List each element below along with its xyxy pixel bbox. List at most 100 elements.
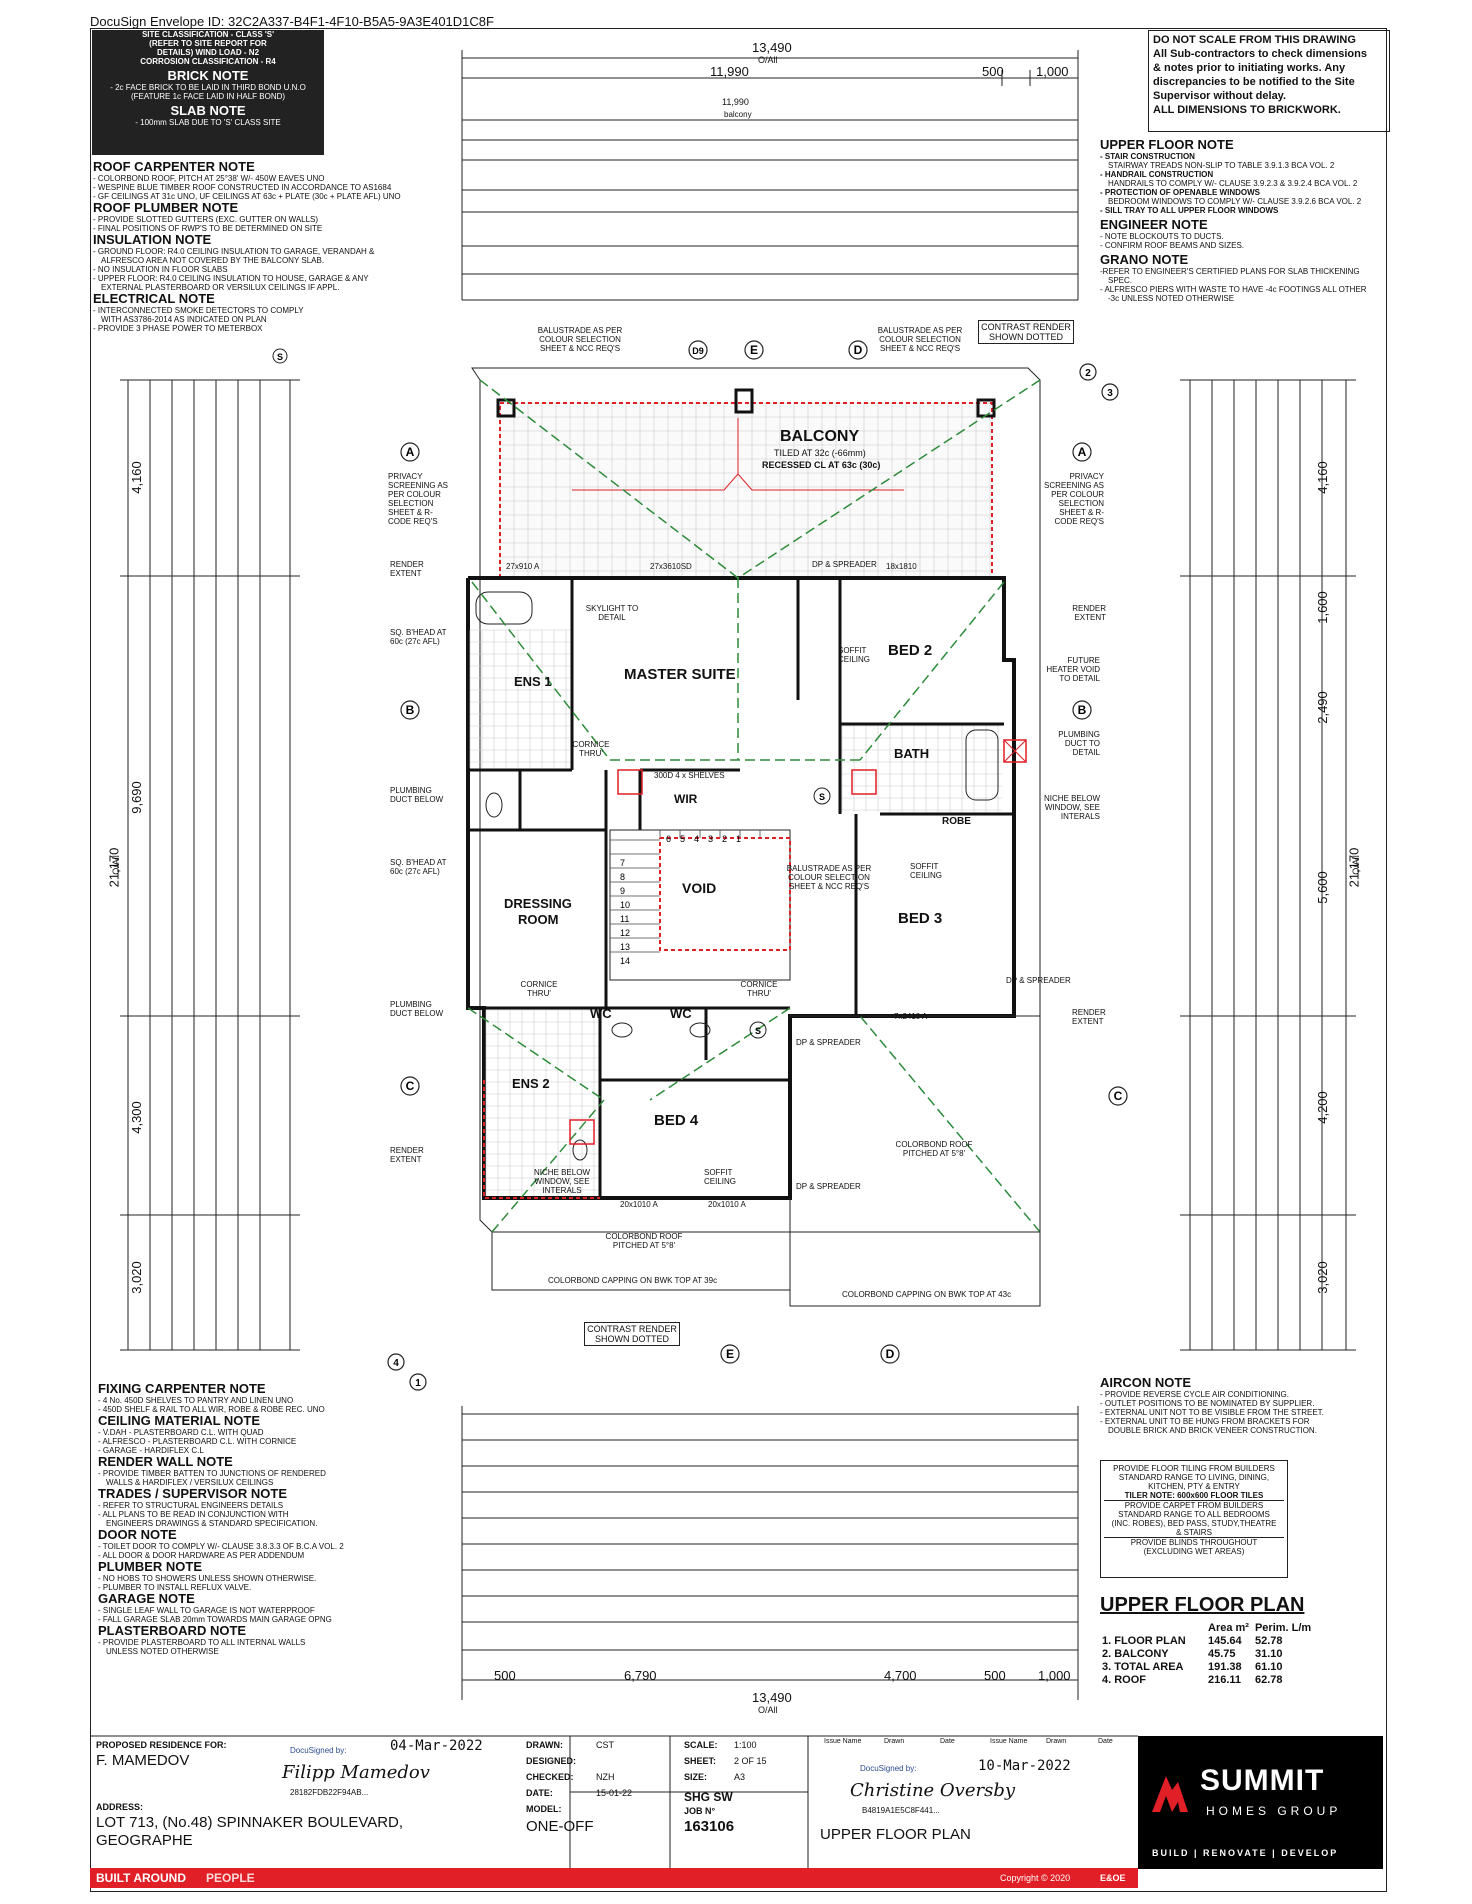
note-line: ENGINEERS DRAWINGS & STANDARD SPECIFICAT…: [106, 1519, 318, 1528]
disclaimer-line: discrepancies to be notified to the Site: [1153, 76, 1355, 88]
stair-number: 3: [708, 834, 713, 844]
issue-header: Issue Name: [824, 1738, 862, 1745]
smoke-detectors: [272, 348, 831, 1039]
void-balustrade: [659, 837, 791, 951]
area-cell: 31.10: [1254, 1648, 1283, 1660]
dim-left-d: 3,020: [128, 1261, 144, 1294]
note-line: WITH AS3786-2014 AS INDICATED ON PLAN: [101, 315, 267, 324]
date-label: DATE:: [526, 1788, 553, 1798]
marker-letter: C: [406, 1079, 415, 1093]
note-title: ROOF CARPENTER NOTE: [93, 159, 255, 174]
label-niche: NICHE BELOW WINDOW, SEE INTERALS: [1043, 794, 1100, 821]
roof-hip-lines: [467, 379, 1041, 1233]
tiling-line: STANDARD RANGE TO ALL BEDROOMS: [1118, 1510, 1270, 1519]
label-window-27x910: 27x910 A: [506, 562, 540, 571]
disclaimer-line: All Sub-contractors to check dimensions: [1153, 48, 1367, 60]
aircon-note: AIRCON NOTE - PROVIDE REVERSE CYCLE AIR …: [1100, 1375, 1380, 1436]
dim-top-oall: O/All: [758, 55, 778, 65]
label-render-extent-3: RENDER EXTENT: [1072, 1008, 1106, 1026]
copyright-text: Copyright © 2020: [1000, 1873, 1071, 1883]
checked-label: CHECKED:: [526, 1772, 574, 1782]
room-bed4: BED 4: [654, 1112, 699, 1129]
checked-value: NZH: [596, 1772, 615, 1782]
tiling-box: PROVIDE FLOOR TILING FROM BUILDERS STAND…: [1100, 1460, 1288, 1578]
note-line: - ALFRESCO - PLASTERBOARD C.L. WITH CORN…: [98, 1437, 297, 1446]
marker-letter: E: [750, 343, 758, 357]
note-line: - 4 No. 450D SHELVES TO PANTRY AND LINEN…: [98, 1396, 294, 1405]
room-dressing-1: DRESSING: [504, 896, 572, 911]
disclaimer-line: ALL DIMENSIONS TO BRICKWORK.: [1153, 104, 1341, 116]
label-window-20x1010a: 20x1010 A: [620, 1200, 658, 1209]
note-line: DOUBLE BRICK AND BRICK VENEER CONSTRUCTI…: [1108, 1426, 1317, 1435]
size-label: SIZE:: [684, 1772, 708, 1782]
note-insulation: INSULATION NOTE - GROUND FLOOR: R4.0 CEI…: [93, 233, 423, 293]
note-title: AIRCON NOTE: [1100, 1375, 1191, 1390]
stair-outline: [609, 829, 791, 981]
title-block-lines: [90, 1735, 1138, 1868]
label-dp-spreader-1: DP & SPREADER: [812, 560, 877, 569]
issue-header: Drawn: [1046, 1738, 1067, 1745]
dim-right-b: 1,600: [1314, 591, 1330, 624]
room-wc-2: WC: [670, 1006, 692, 1021]
label-window-20x1010b: 20x1010 A: [708, 1200, 746, 1209]
note-line: - PROVIDE SLOTTED GUTTERS (EXC. GUTTER O…: [93, 215, 319, 224]
address-line-1: LOT 713, (No.48) SPINNAKER BOULEVARD,: [96, 1814, 404, 1831]
note-line: HANDRAILS TO COMPLY W/- CLAUSE 3.9.2.3 &…: [1108, 179, 1358, 188]
brand-sub: HOMES GROUP: [1206, 1804, 1342, 1818]
dim-right-c: 2,490: [1314, 691, 1330, 724]
note-line: - GF CEILINGS AT 31c UNO, UF CEILINGS AT…: [93, 192, 401, 201]
built-around-text: BUILT AROUND: [96, 1871, 186, 1885]
label-plumbing-duct-2: PLUMBING DUCT BELOW: [390, 1000, 444, 1018]
room-void: VOID: [682, 880, 717, 896]
address-label: ADDRESS:: [96, 1802, 144, 1812]
dim-top-c: 1,000: [1036, 64, 1069, 79]
date-value: 15-01-22: [596, 1788, 633, 1798]
note-line: - NO HOBS TO SHOWERS UNLESS SHOWN OTHERW…: [98, 1574, 317, 1583]
size-value: A3: [734, 1772, 746, 1782]
stair-number: 11: [620, 914, 629, 924]
note-line: - PROVIDE 3 PHASE POWER TO METERBOX: [93, 324, 263, 333]
label-sq-bhead-1: SQ. B'HEAD AT 60c (27c AFL): [390, 628, 447, 646]
roof-outline: [471, 367, 1041, 1233]
marker-letter: C: [1114, 1089, 1123, 1103]
brick-line: - 2c FACE BRICK TO BE LAID IN THIRD BOND…: [110, 83, 306, 92]
brick-note-title: BRICK NOTE: [167, 68, 249, 83]
proposed-label: PROPOSED RESIDENCE FOR:: [96, 1740, 227, 1750]
issue-header: Date: [1098, 1738, 1113, 1745]
signature-2: Christine Oversby: [850, 1780, 1016, 1801]
dim-bottom-b: 6,790: [624, 1668, 657, 1683]
balcony-sub2: RECESSED CL AT 63c (30c): [762, 460, 881, 470]
drawing-name: UPPER FLOOR PLAN: [820, 1826, 971, 1843]
stair-number: 10: [620, 900, 630, 910]
scale-value: 1:100: [734, 1740, 757, 1750]
toilet: [485, 792, 503, 818]
marker-letter: D9: [692, 346, 704, 356]
signature-id-1: 28182FDB22F94AB...: [290, 1788, 369, 1797]
site-line: DETAILS) WIND LOAD - N2: [156, 48, 260, 57]
ens1-tiles: [469, 629, 570, 768]
stair-number: 12: [620, 928, 630, 938]
area-cell: 45.75: [1208, 1648, 1236, 1660]
label-render-extent-2: RENDER EXTENT: [1072, 604, 1106, 622]
label-cornice-2: CORNICE THRU': [520, 980, 558, 998]
balcony-sub1: TILED AT 32c (-66mm): [774, 448, 866, 458]
note-title: RENDER WALL NOTE: [98, 1454, 233, 1469]
note-line: - COLORBOND ROOF, PITCH AT 25°38' W/- 45…: [93, 174, 325, 183]
note-line: - STAIR CONSTRUCTION: [1100, 152, 1195, 161]
area-cell: 2. BALCONY: [1102, 1648, 1169, 1660]
left-notes: ROOF CARPENTER NOTE - COLORBOND ROOF, PI…: [93, 159, 423, 334]
ens2-tiles: [485, 1009, 598, 1196]
slab-note-title: SLAB NOTE: [170, 103, 246, 118]
colorbond-roof-right: [789, 1015, 1041, 1307]
bottom-dimension-lines: [461, 1406, 1079, 1700]
marker-letter: D: [854, 343, 863, 357]
marker-letter: E: [726, 1347, 734, 1361]
label-colorbond-roof-right: COLORBOND ROOF PITCHED AT 5°8': [895, 1140, 973, 1158]
note-line: - PROVIDE REVERSE CYCLE AIR CONDITIONING…: [1100, 1390, 1289, 1399]
note-line: WALLS & HARDIFLEX / VERSILUX CEILINGS: [106, 1478, 274, 1487]
stair-number: 14: [620, 956, 630, 966]
label-capping-43: COLORBOND CAPPING ON BWK TOP AT 43c: [842, 1290, 1012, 1299]
